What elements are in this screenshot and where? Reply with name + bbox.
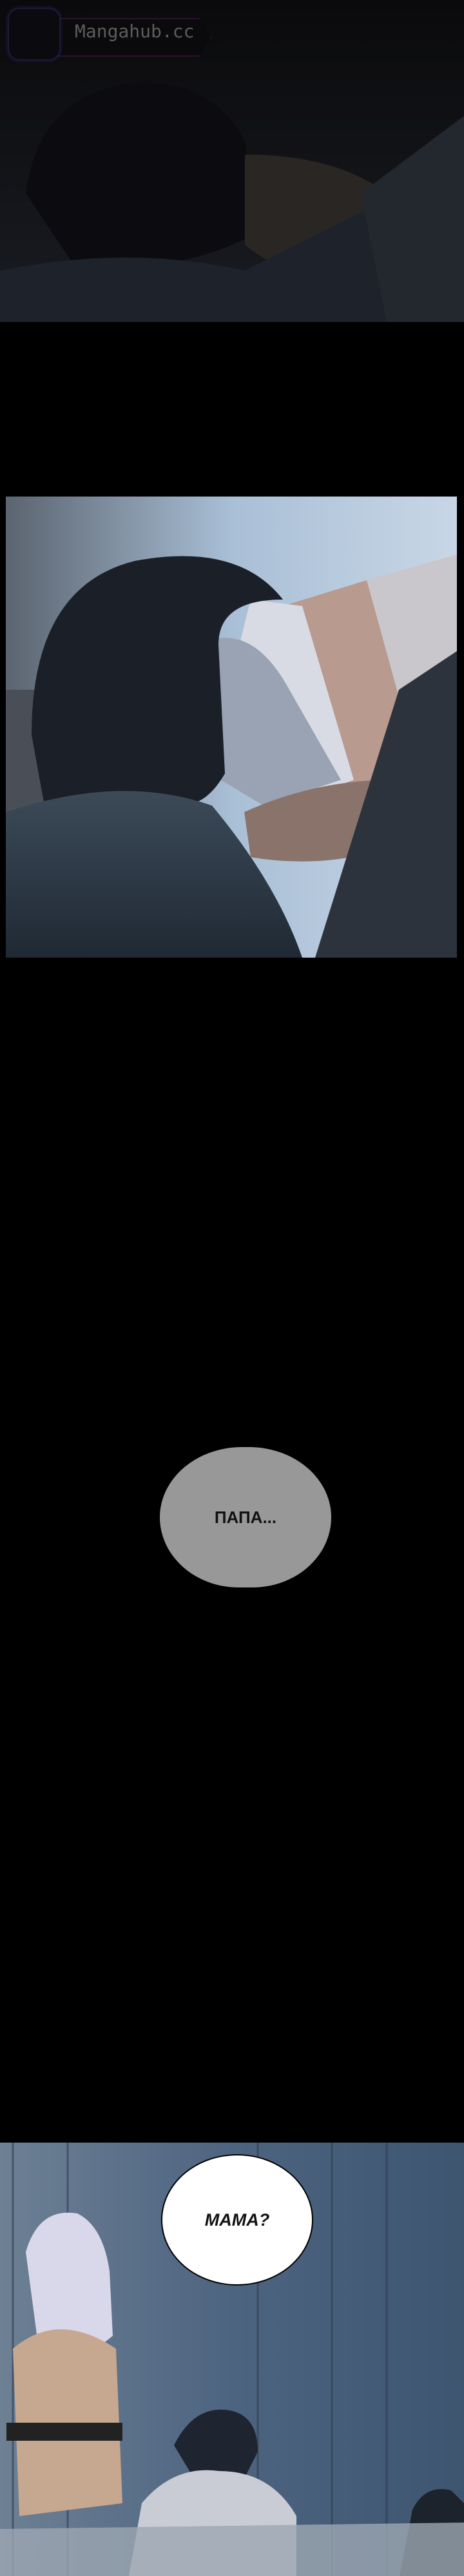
panel-sleeping-dark — [0, 0, 464, 322]
watermark-site: Mangahub.cc — [75, 21, 195, 42]
panel-sleeping-lit — [6, 497, 457, 958]
watermark: Mangahub.cc — [4, 6, 217, 61]
speech-bubble-mama: MAMA? — [161, 2154, 313, 2286]
panel-art — [6, 497, 457, 958]
mangahub-logo-icon — [8, 8, 61, 61]
dialogue-text: MAMA? — [204, 2210, 270, 2230]
watermark-banner — [58, 18, 211, 57]
speech-bubble-papa: ПАПА... — [160, 1447, 331, 1587]
panel-art — [0, 0, 464, 322]
dialogue-text: ПАПА... — [214, 1507, 277, 1527]
